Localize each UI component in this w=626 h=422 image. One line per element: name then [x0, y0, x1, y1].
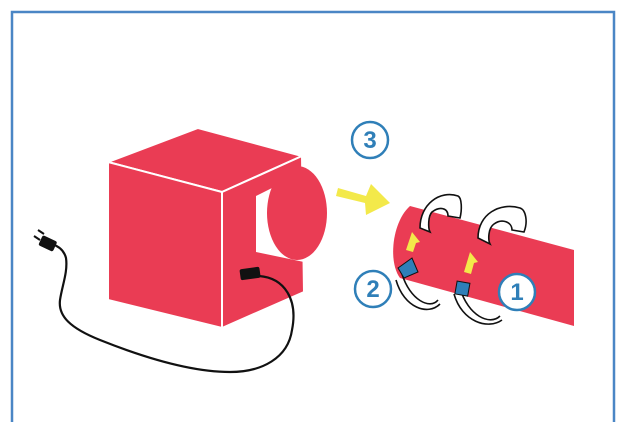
pipe-assembly — [393, 193, 574, 326]
step-2-marker: 2 — [353, 269, 393, 309]
step-1-marker: 1 — [497, 272, 537, 312]
device-disc — [267, 166, 327, 260]
clip-icon — [397, 257, 419, 279]
step-circle — [350, 120, 390, 160]
step-2-label: 2 — [366, 276, 379, 303]
push-arrow-icon — [336, 184, 390, 215]
cord-line — [50, 242, 295, 374]
device-front-face — [107, 160, 223, 330]
device — [104, 126, 327, 330]
device-connector-icon — [239, 266, 261, 281]
step-1-label: 1 — [510, 279, 523, 306]
power-plug-icon — [33, 229, 57, 252]
step-3-marker: 3 — [350, 120, 390, 160]
power-cord — [33, 229, 295, 374]
clip-right — [453, 205, 527, 325]
clip-left — [395, 193, 463, 311]
diagram-frame — [10, 10, 616, 422]
step-circle — [497, 272, 537, 312]
up-arrow-icon — [406, 232, 420, 252]
up-arrow-icon — [464, 252, 478, 274]
step-3-label: 3 — [363, 127, 376, 154]
clip-icon — [454, 280, 471, 297]
step-circle — [353, 269, 393, 309]
